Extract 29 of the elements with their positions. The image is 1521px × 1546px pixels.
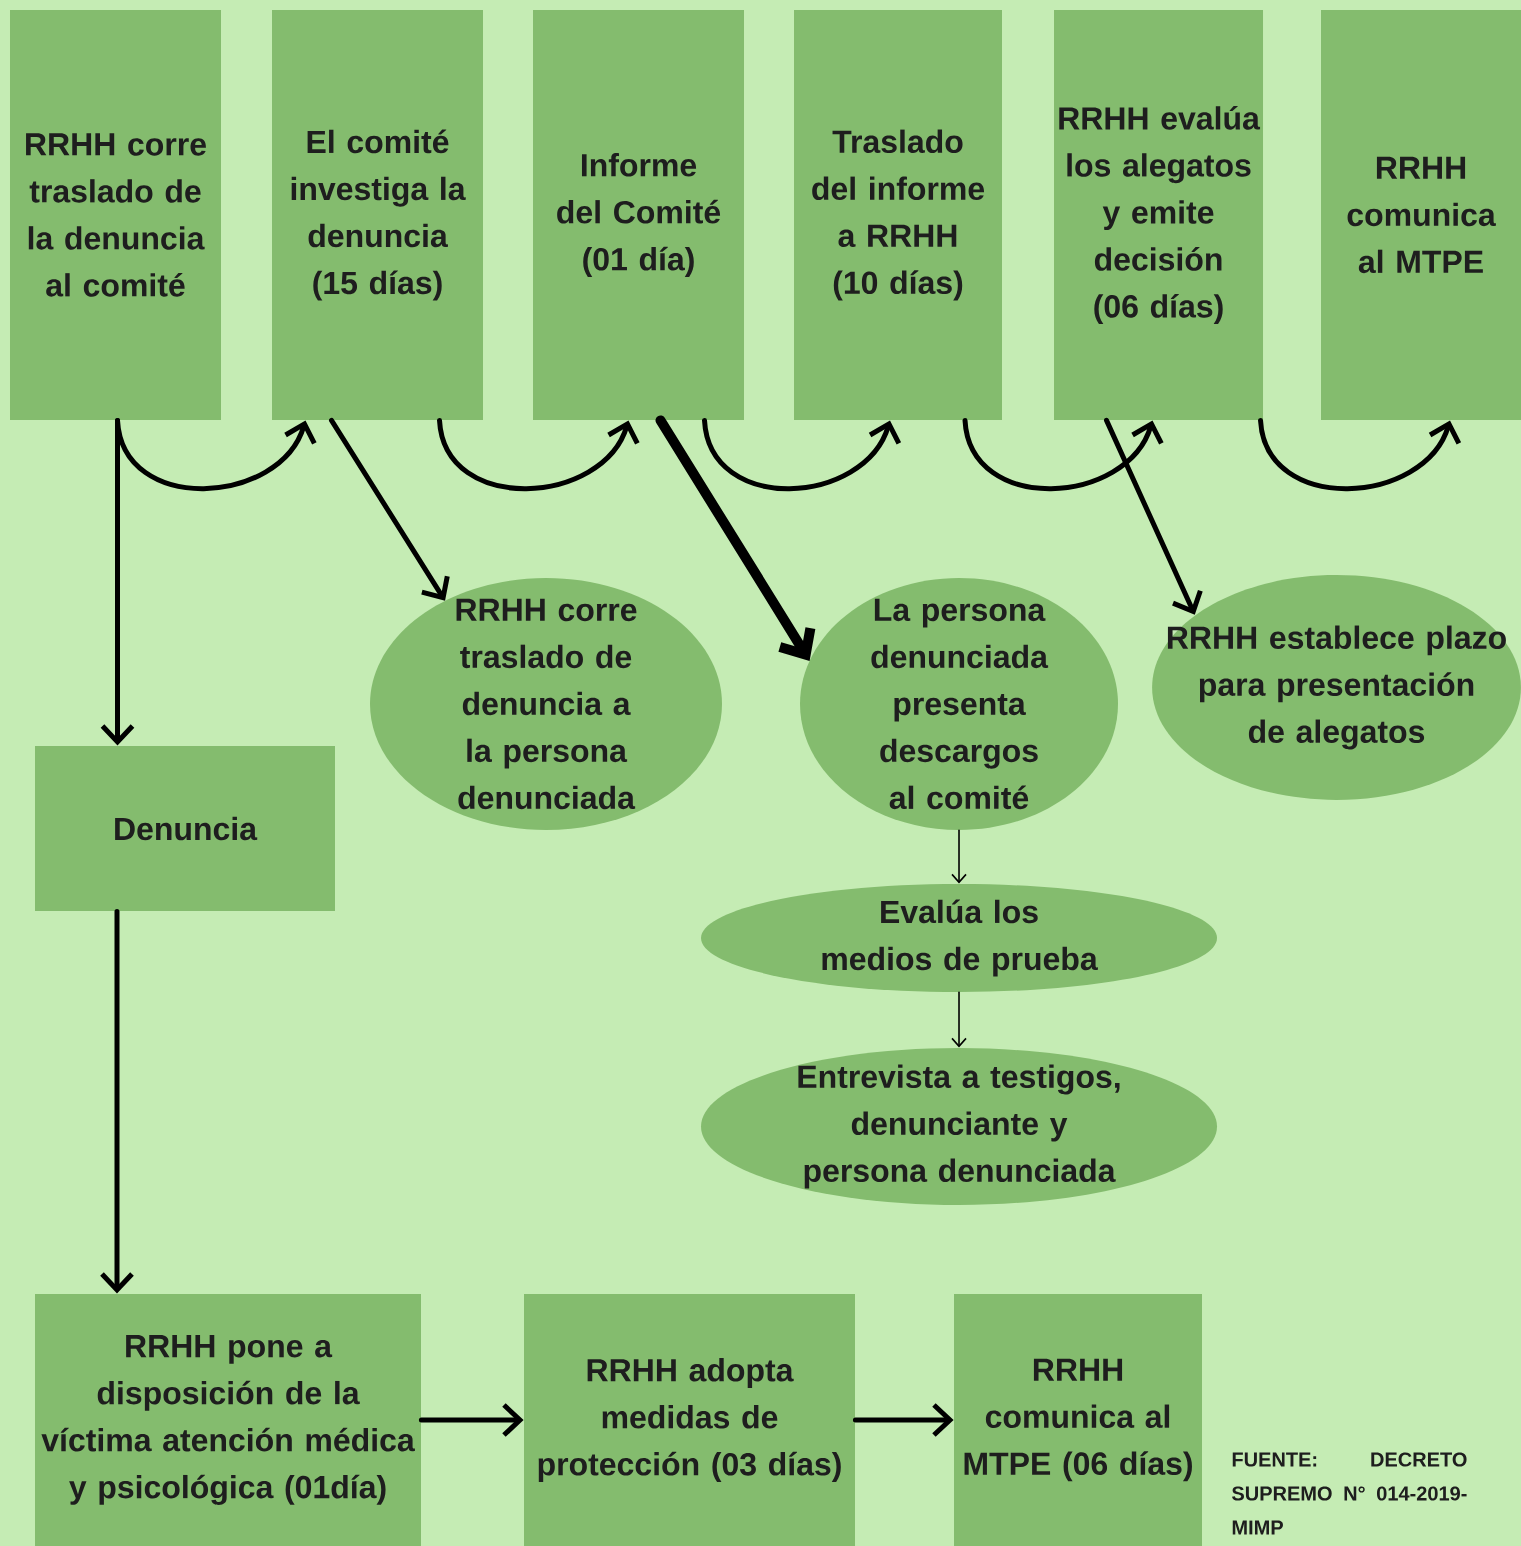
process-box: Traslado del informe a RRHH (10 días) (794, 10, 1002, 420)
arrow (1104, 417, 1203, 615)
oval-node: RRHH corre traslado de denuncia a la persona denunciada (370, 578, 722, 830)
arrow (962, 417, 1164, 492)
arrow (951, 991, 967, 1048)
process-box: RRHH corre traslado de la denuncia al comité (10, 10, 221, 420)
process-box: RRHH pone a disposición de la víctima atención médica y psicológica (01día) (35, 1294, 421, 1546)
arrow (100, 908, 134, 1294)
arrow (329, 417, 450, 601)
process-box: RRHH evalúa los alegatos y emite decisión (06 días) (1054, 10, 1263, 420)
oval-node: RRHH establece plazo para presentación de alegatos (1152, 575, 1521, 800)
arrow (951, 829, 967, 884)
process-box: RRHH comunica al MTPE (06 días) (954, 1294, 1202, 1546)
arrow (852, 1403, 954, 1437)
arrow (418, 1403, 524, 1437)
process-box: El comité investiga la denuncia (15 días) (272, 10, 483, 420)
arrow (100, 417, 135, 746)
arrow (702, 417, 902, 492)
process-box: RRHH adopta medidas de protección (03 días) (524, 1294, 855, 1546)
process-box: Informe del Comité (01 día) (533, 10, 744, 420)
source-note: FUENTE: DECRETO SUPREMO N° 014-2019-MIMP (1232, 1452, 1467, 1535)
oval-node: Entrevista a testigos, denunciante y persona denunciada (701, 1048, 1217, 1205)
oval-node: Evalúa los medios de prueba (701, 884, 1217, 992)
process-box: Denuncia (35, 746, 335, 911)
process-box: RRHH comunica al MTPE (1321, 10, 1521, 420)
arrow (655, 415, 816, 661)
arrow (437, 417, 640, 492)
arrow (1258, 417, 1462, 492)
oval-node: La persona denunciada presenta descargos al comité (800, 578, 1118, 830)
